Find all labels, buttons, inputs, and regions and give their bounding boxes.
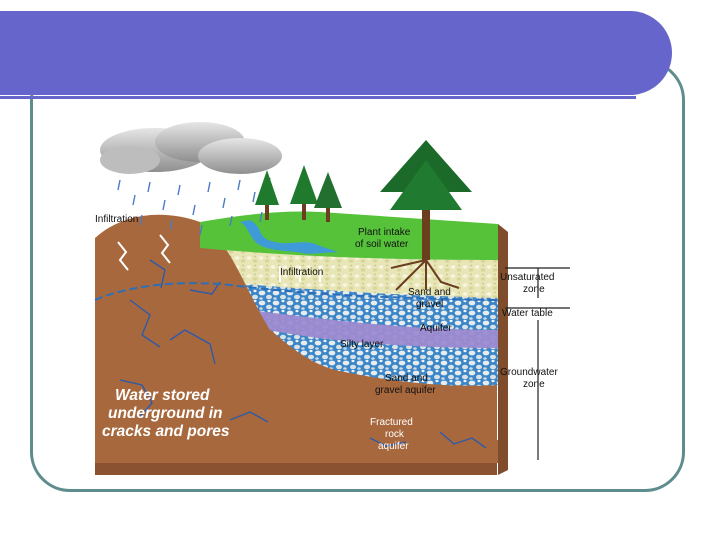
label-stored-2: underground in bbox=[108, 405, 223, 422]
label-water-table: Water table bbox=[502, 308, 553, 319]
label-groundwater-2: zone bbox=[523, 379, 545, 390]
front-face bbox=[95, 463, 497, 475]
side-face bbox=[498, 224, 508, 475]
title-bar bbox=[0, 11, 672, 95]
rain-cloud bbox=[100, 122, 282, 174]
label-fractured-3: aquifer bbox=[378, 441, 409, 452]
label-aquifer: Aquifer bbox=[420, 323, 452, 334]
label-fractured-2: rock bbox=[385, 429, 405, 440]
label-fractured-1: Fractured bbox=[370, 417, 413, 428]
label-groundwater-1: Groundwater bbox=[500, 367, 558, 378]
label-stored-1: Water stored bbox=[115, 387, 210, 404]
label-sand-gravel-aquifer-1: Sand and bbox=[385, 373, 428, 384]
label-sand-gravel-aquifer-2: gravel aquifer bbox=[375, 385, 436, 396]
zone-markers bbox=[505, 268, 570, 460]
label-sand-gravel-2: gravel bbox=[416, 299, 443, 310]
label-sand-gravel-1: Sand and bbox=[408, 287, 451, 298]
groundwater-diagram: Infiltration Infiltration Plant intake o… bbox=[90, 120, 600, 480]
label-silty-layer: Silty layer bbox=[340, 339, 384, 350]
title-underline bbox=[0, 96, 636, 99]
label-stored-3: cracks and pores bbox=[102, 423, 230, 440]
label-plant-intake-1: Plant intake bbox=[358, 227, 411, 238]
label-infiltration-top: Infiltration bbox=[95, 214, 138, 225]
label-infiltration-mid: Infiltration bbox=[280, 267, 323, 278]
label-plant-intake-2: of soil water bbox=[355, 239, 409, 250]
label-unsaturated-1: Unsaturated bbox=[500, 272, 554, 283]
label-unsaturated-2: zone bbox=[523, 284, 545, 295]
